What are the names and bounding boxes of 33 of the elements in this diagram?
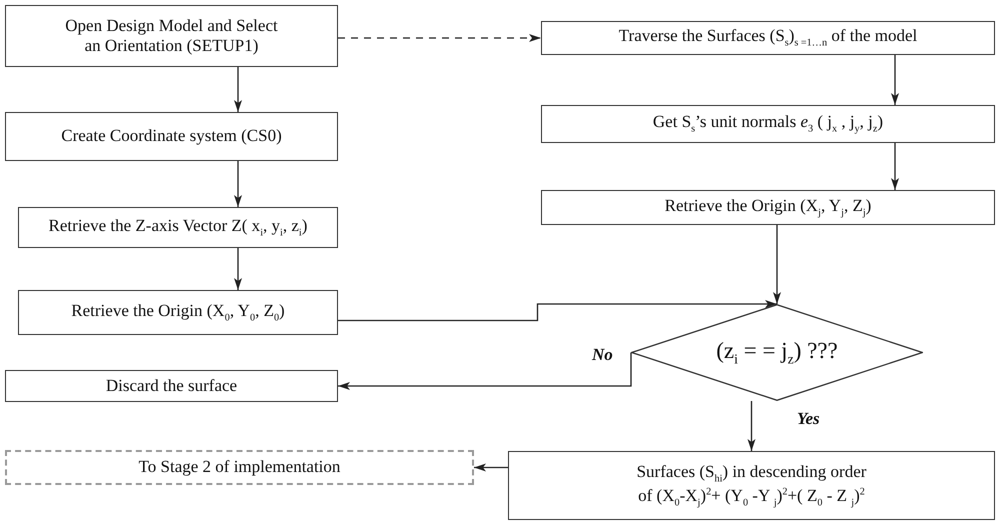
arrow: [748, 401, 756, 451]
process-box: [541, 21, 995, 55]
step-text: Traverse the Surfaces (S$_{s}$)$_{s =1…n}$ of the model: [618, 26, 918, 50]
arrow: [891, 143, 899, 190]
step-text: Open Design Model and Select an Orientation (SETUP1): [64, 16, 279, 56]
process-box: [508, 451, 995, 520]
arrow: [338, 352, 632, 390]
process-box: [541, 190, 995, 225]
arrow: [338, 300, 777, 322]
step-text: Retrieve the Origin (X$_{j}$, Y$_{j}$, Z$_{j}$): [664, 196, 872, 220]
step-text: To Stage 2 of implementation: [138, 457, 340, 478]
process-box: [5, 112, 338, 161]
step-text: Discard the surface: [106, 376, 238, 396]
arrow: [234, 161, 242, 207]
process-box: [5, 450, 474, 485]
arrow: [234, 248, 242, 290]
step-text: Get S$_{s}$’s unit normals e$_{3}$ ( j$_{x}$ , j$_{y}$, j$_{z}$): [652, 112, 884, 136]
step-text: Surfaces (S$_{hi}$) in descending order of (X$_{0}$-X$_{j}$)$^{2}$+ (Y$_{0}$ -Y $_{j}$)$^{2}$+( Z$_{0}$ - Z $_{j}$)$^{2}$: [636, 462, 868, 510]
step-text: Retrieve the Z-axis Vector Z( x$_{i}$, y$_{i}$, z$_{i}$): [48, 216, 308, 240]
step-text: Create Coordinate system (CS0): [61, 126, 282, 147]
arrow: [338, 34, 541, 42]
arrow: [773, 225, 781, 304]
arrow: [234, 67, 242, 112]
arrow: [891, 55, 899, 105]
process-box: [541, 105, 995, 143]
decision-diamond: [631, 304, 923, 401]
process-box: [18, 290, 338, 335]
arrow: [474, 464, 508, 472]
step-text: (z$_{i}$ = = j$_{z}$) ???: [716, 336, 838, 368]
step-text: Retrieve the Origin (X$_{0}$, Y$_{0}$, Z$_{0}$): [71, 300, 285, 324]
process-box: [5, 5, 338, 67]
process-box: [18, 207, 338, 248]
process-box: [5, 370, 338, 402]
